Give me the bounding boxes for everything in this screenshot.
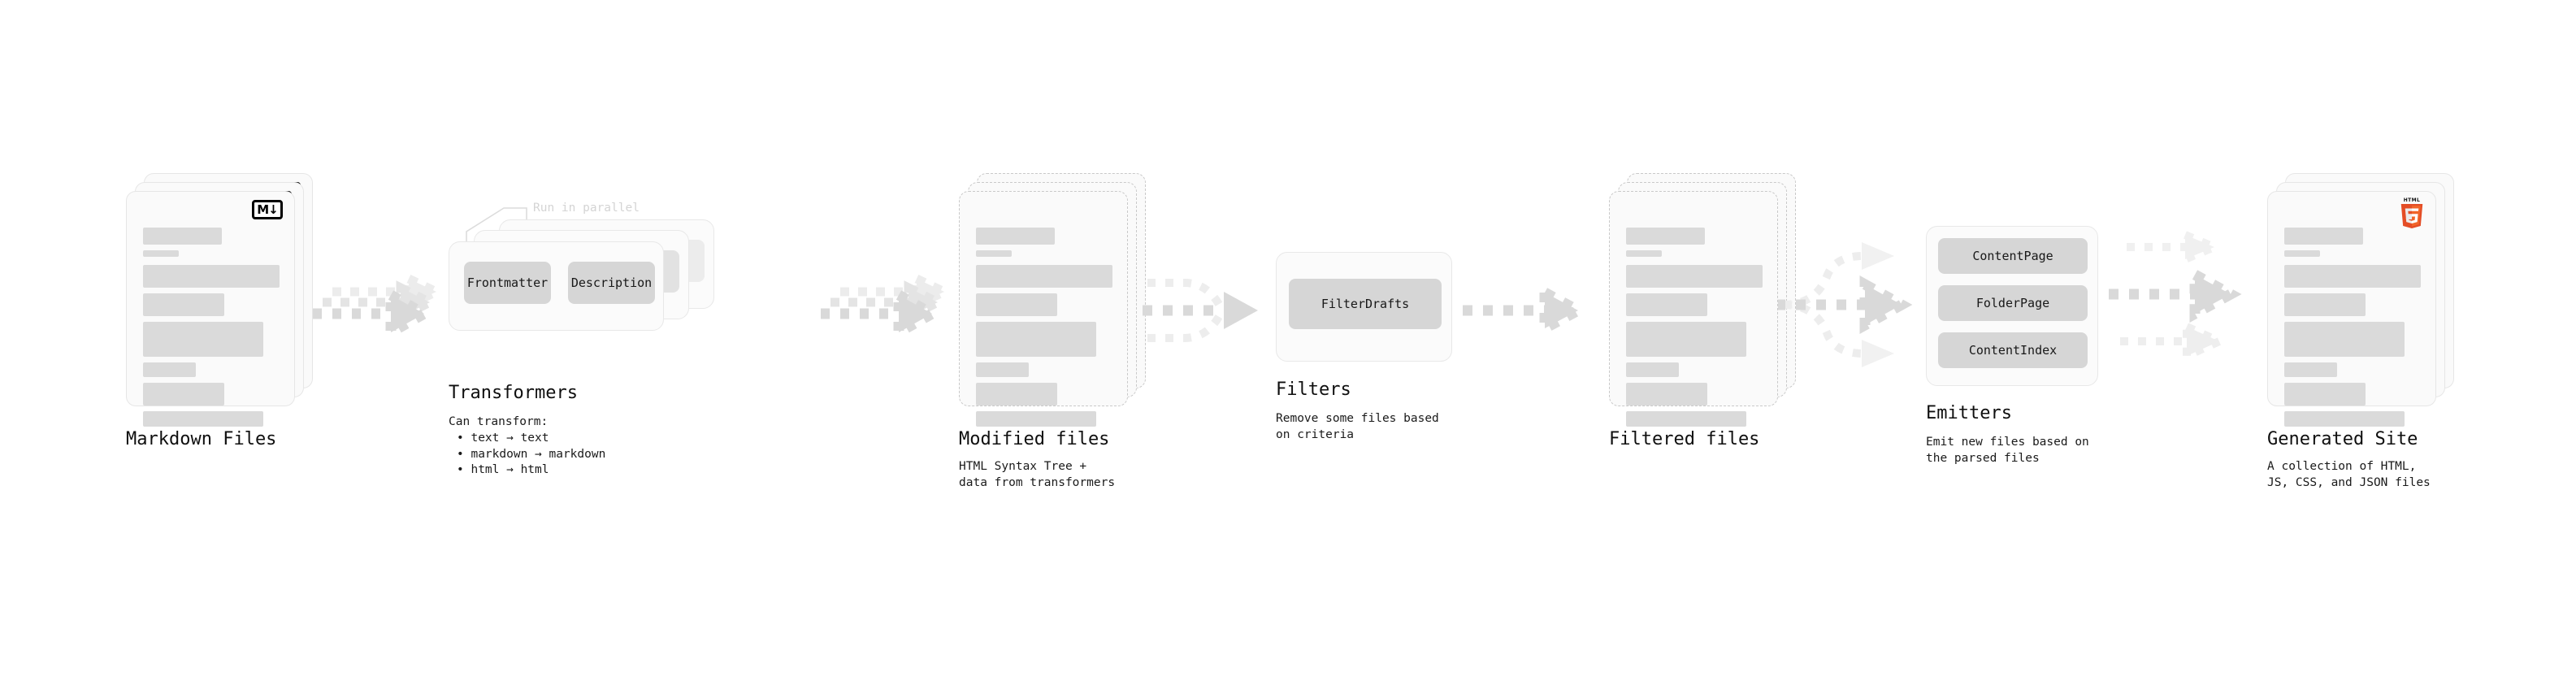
stage-label-filters: Filters (1276, 380, 1351, 400)
filtered-card-stack (1609, 173, 1798, 427)
skeleton-bar (143, 362, 196, 377)
skeleton-bar (2284, 322, 2405, 357)
skeleton-bar (976, 250, 1012, 257)
annotation-run-in-parallel: Run in parallel (533, 202, 640, 215)
connector-filters-to-filtered (1463, 284, 1593, 343)
skeleton-bar (2284, 362, 2337, 377)
skeleton-bar (976, 322, 1096, 357)
filtered-card-front[interactable] (1609, 191, 1778, 427)
generated-card-front[interactable]: HTML (2267, 191, 2436, 427)
stage-markdown-files[interactable]: M↓ M↓ M↓ (126, 173, 314, 449)
triple-parallel-arrow (2109, 228, 2242, 362)
skeleton-bar (1626, 362, 1679, 377)
skeleton-bar (1626, 228, 1705, 245)
skeleton-bar (1626, 383, 1707, 406)
connector-transformers-to-modified (821, 264, 959, 354)
skeleton-bar (2284, 265, 2421, 288)
skeleton-bar (143, 383, 224, 406)
skeleton-bar (976, 265, 1112, 288)
stage-label-filtered-files: Filtered files (1609, 429, 1760, 449)
chip-filterdrafts[interactable]: FilterDrafts (1289, 279, 1442, 329)
stage-label-modified-files: Modified files (959, 429, 1110, 449)
stage-emitters[interactable]: ContentPage FolderPage ContentIndex Emit… (1926, 226, 2098, 465)
skeleton-bar (2284, 250, 2320, 257)
connector-filtered-to-emitters (1776, 236, 1930, 374)
list-item: • markdown → markdown (457, 447, 606, 461)
stage-label-markdown-files: Markdown Files (126, 429, 277, 449)
markdown-icon-glyph: M↓ (252, 200, 283, 219)
stage-modified-files[interactable]: Modified files HTML Syntax Tree + data f… (959, 173, 1147, 489)
list-item: • html → html (457, 463, 549, 477)
skeleton-bar (1626, 250, 1662, 257)
skeleton-content (2284, 228, 2421, 432)
run-in-parallel-leader-line (466, 207, 527, 258)
modified-card-stack (959, 173, 1147, 427)
chip-folderpage[interactable]: FolderPage (1938, 285, 2088, 321)
stage-filters[interactable]: FilterDrafts Filters Remove some files b… (1276, 252, 1452, 441)
skeleton-bar (1626, 322, 1746, 357)
skeleton-bar (976, 411, 1096, 427)
markdown-card-stack: M↓ M↓ M↓ (126, 173, 314, 427)
skeleton-bar (143, 322, 263, 357)
skeleton-bar (1626, 293, 1707, 316)
skeleton-content (1626, 228, 1763, 432)
stage-transformers[interactable]: Run in parallel (449, 199, 714, 476)
connector-emitters-to-site (2109, 228, 2263, 380)
skeleton-bar (976, 228, 1055, 245)
transformers-card-stack: Frontmatter Description (449, 199, 714, 331)
connector-md-to-transformers (313, 264, 451, 354)
stage-label-emitters: Emitters (1926, 403, 2012, 423)
markdown-card-front[interactable]: M↓ (126, 191, 295, 427)
skeleton-bar (143, 293, 224, 316)
modified-card-front[interactable] (959, 191, 1128, 427)
stage-generated-site[interactable]: CSS HTML (2267, 173, 2456, 489)
skeleton-bar (2284, 411, 2405, 427)
filters-card[interactable]: FilterDrafts (1276, 252, 1452, 362)
skeleton-bar (976, 293, 1057, 316)
merge-arrow (1143, 279, 1258, 342)
triple-parallel-arrow (821, 271, 955, 342)
chip-contentindex[interactable]: ContentIndex (1938, 332, 2088, 368)
generated-card-stack: CSS HTML (2267, 173, 2456, 427)
transformers-card-front[interactable]: Frontmatter Description (449, 241, 664, 331)
skeleton-bar (2284, 228, 2363, 245)
skeleton-content (143, 228, 280, 432)
stage-subtitle-emitters: Emit new files based on the parsed files (1926, 436, 2089, 465)
single-arrow (1463, 284, 1589, 337)
stage-filtered-files[interactable]: Filtered files (1609, 173, 1798, 449)
emitters-card[interactable]: ContentPage FolderPage ContentIndex (1926, 226, 2098, 386)
skeleton-bar (1626, 411, 1746, 427)
skeleton-bar (976, 383, 1057, 406)
stage-subtitle-modified-files: HTML Syntax Tree + data from transformer… (959, 460, 1116, 489)
markdown-icon: M↓ (252, 200, 283, 219)
skeleton-bar (976, 362, 1029, 377)
stage-label-generated-site: Generated Site (2267, 429, 2418, 449)
triple-parallel-arrow (313, 271, 447, 342)
html5-icon: HTML (2400, 197, 2424, 228)
split-arrow (1776, 242, 1913, 367)
skeleton-content (976, 228, 1112, 432)
skeleton-bar (143, 228, 222, 245)
html5-icon-glyph: HTML (2400, 197, 2424, 228)
stage-subtitle-transformers: Can transform: (449, 415, 549, 428)
chip-contentpage[interactable]: ContentPage (1938, 238, 2088, 274)
connector-modified-to-filters (1138, 262, 1284, 367)
stage-subtitle-filters: Remove some files based on criteria (1276, 412, 1439, 441)
skeleton-bar (143, 265, 280, 288)
chip-description[interactable]: Description (568, 262, 655, 304)
skeleton-bar (2284, 383, 2366, 406)
list-item: • text → text (457, 432, 549, 445)
transformers-capability-list: • text → text • markdown → markdown • ht… (449, 431, 605, 479)
chip-frontmatter[interactable]: Frontmatter (464, 262, 551, 304)
skeleton-bar (1626, 265, 1763, 288)
skeleton-bar (143, 250, 179, 257)
skeleton-bar (2284, 293, 2366, 316)
skeleton-bar (143, 411, 263, 427)
stage-label-transformers: Transformers (449, 383, 578, 403)
stage-subtitle-generated-site: A collection of HTML, JS, CSS, and JSON … (2267, 460, 2431, 489)
